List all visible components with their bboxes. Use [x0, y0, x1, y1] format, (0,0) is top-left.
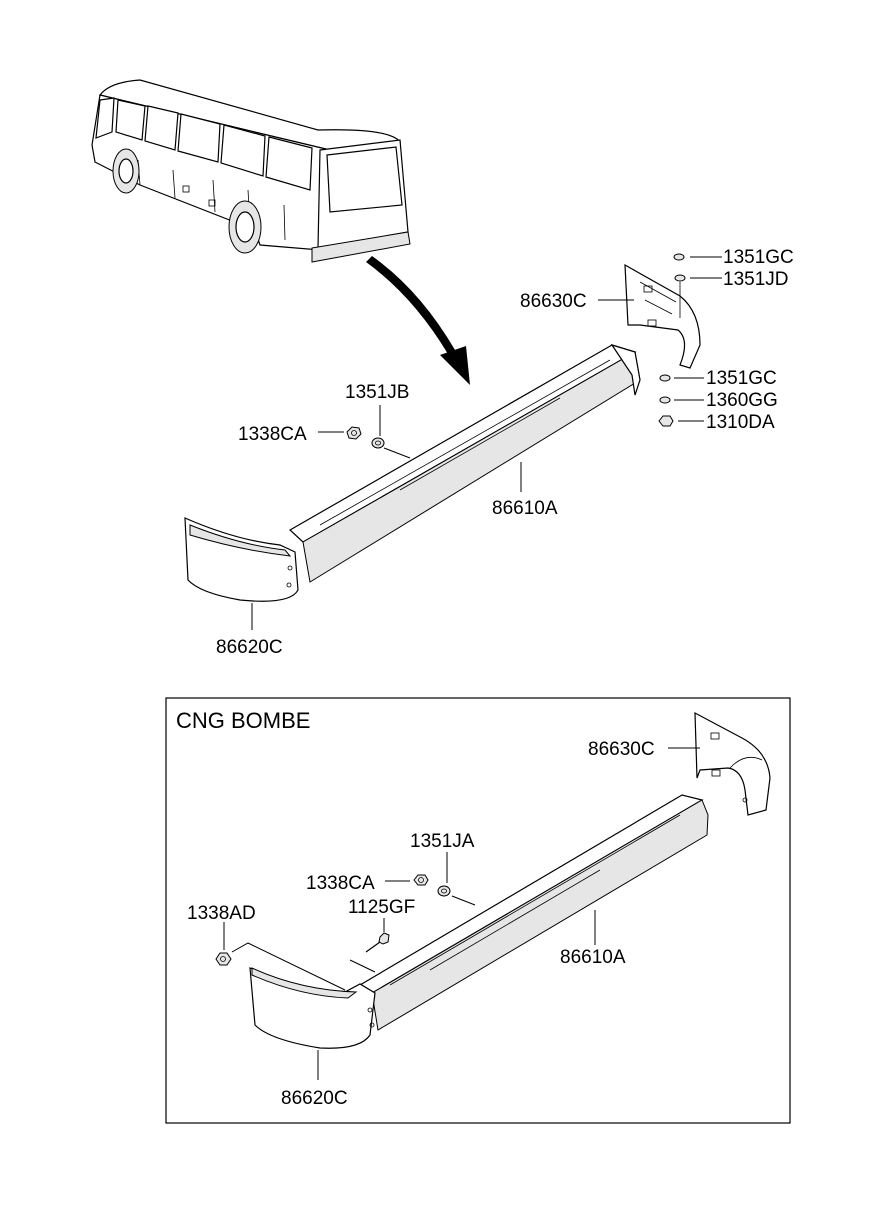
- part-86620c-cng: [249, 967, 376, 1049]
- label-86630c-upper: 86630C: [520, 291, 587, 312]
- label-86620c-upper: 86620C: [216, 637, 283, 658]
- cng-bombe-box: CNG BOMBE: [165, 697, 791, 1124]
- bolt-1125gf: [365, 932, 390, 953]
- fastener-1338ca-upper: [346, 426, 362, 440]
- label-86620c-cng: 86620C: [281, 1088, 348, 1109]
- label-86610a-upper: 86610A: [492, 498, 558, 519]
- fastener-1351ja: [437, 885, 451, 897]
- label-86610a-cng: 86610A: [560, 947, 626, 968]
- label-86630c-cng: 86630C: [588, 739, 655, 760]
- pointer-arrow: [366, 256, 470, 385]
- part-86630c-cng: [694, 711, 771, 816]
- upper-assembly: 1351GC 1351JD 86630C 1351GC 1360GG 1310D…: [184, 247, 794, 658]
- fastener-1338ca-cng: [413, 874, 429, 886]
- washer-1351jd: [674, 274, 686, 318]
- nut-1310da: [658, 415, 674, 427]
- label-1351jd: 1351JD: [723, 269, 789, 290]
- washer-1351gc-top: [673, 253, 685, 261]
- part-86610a-cng: [358, 794, 709, 1031]
- label-1351gc-bottom: 1351GC: [706, 368, 777, 389]
- part-86620c-upper: [184, 517, 299, 602]
- part-86610a-upper: [288, 343, 641, 583]
- label-1125gf: 1125GF: [348, 897, 415, 918]
- nut-1338ad: [215, 952, 232, 966]
- label-1351jb: 1351JB: [345, 382, 409, 403]
- part-86630c-upper: [624, 263, 701, 369]
- washer-1360gg: [659, 396, 671, 404]
- label-1351gc-top: 1351GC: [723, 247, 794, 268]
- label-1338ca-upper: 1338CA: [238, 424, 307, 445]
- label-1351ja: 1351JA: [410, 831, 475, 852]
- label-1360gg: 1360GG: [706, 390, 778, 411]
- label-1338ca-cng: 1338CA: [306, 873, 375, 894]
- cng-bombe-title: CNG BOMBE: [176, 708, 310, 733]
- fastener-1351jb: [371, 437, 385, 449]
- bus-illustration: [91, 79, 411, 263]
- label-1338ad: 1338AD: [187, 903, 256, 924]
- washer-1351gc-bottom: [659, 374, 671, 382]
- label-1310da: 1310DA: [706, 412, 775, 433]
